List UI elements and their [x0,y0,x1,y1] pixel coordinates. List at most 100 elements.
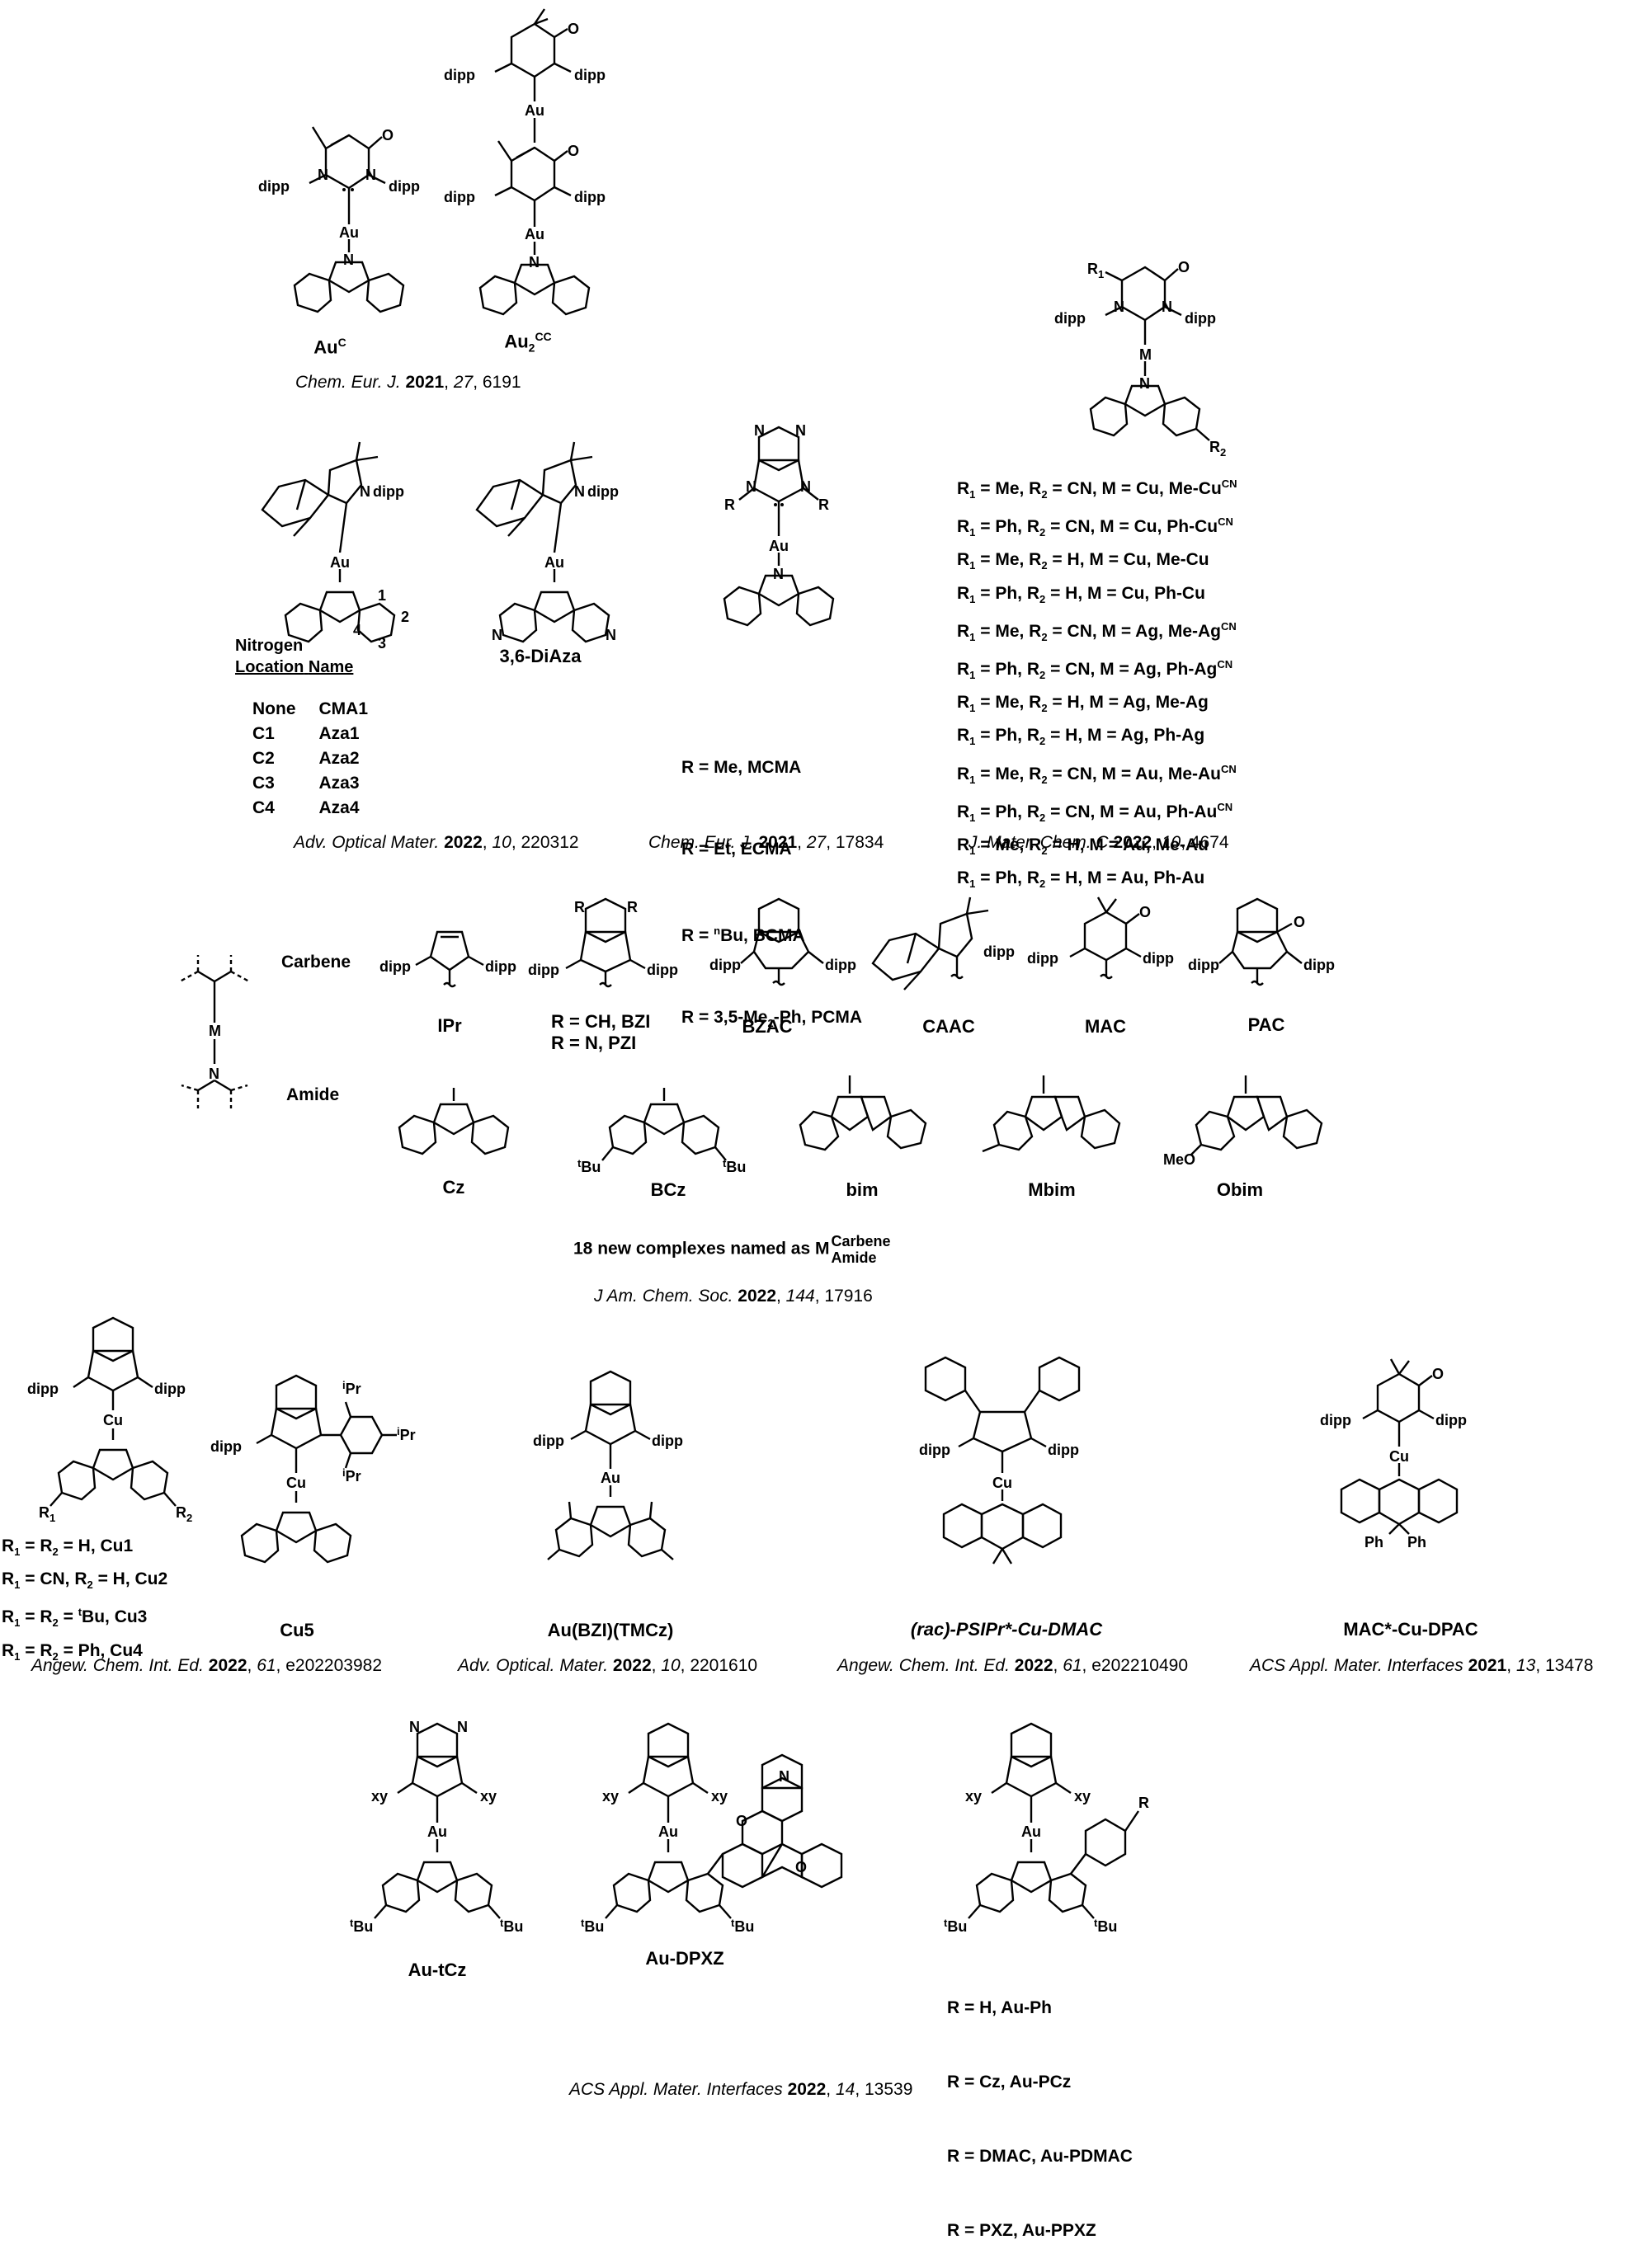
mac-m-label-n-carbazole: N [1139,375,1150,392]
au-dpxz-label-au: Au [658,1823,678,1840]
psipr-label-dipp-r: dipp [1048,1442,1079,1458]
mac-dpac-label-o: O [1432,1366,1444,1382]
amide-name-bim: bim [846,1179,879,1200]
structure-carbene-ipr: dipp dipp [379,930,516,988]
structure-mac-cu-dpac: O dipp dipp Cu Ph Ph [1320,1358,1467,1550]
au2-cc-label-au-1: Au [525,102,544,119]
structure-au2-cc: dipp dipp Au dipp dipp Au N O O [444,8,606,316]
diaza-label-n-right: N [606,627,616,643]
structure-carbene-caac: dipp [871,896,1015,990]
mac-m-label-dipp-right: dipp [1185,310,1216,327]
pac-label-o: O [1294,914,1305,930]
au-tcz-label-tbu-r: tBu [500,1917,523,1935]
list-item: R1 = Me, R2 = CN, M = Cu, Me-CuCN [957,478,1237,501]
list-item: R = DMAC, Au-PDMAC [947,2147,1133,2166]
structure-3-6-diaza: N dipp Au N N [475,441,619,643]
bzi-label-dipp-r: dipp [647,962,678,978]
compound-name-au-bzi-tmcz: Au(BZI)(TMCz) [547,1620,674,1640]
au2-cc-label-o-1: O [568,21,579,37]
caac-label-pos1: 1 [378,587,386,604]
amide-name-bcz: BCz [650,1179,686,1200]
structure-au-bzi-tmcz: dipp dipp Au [533,1370,683,1560]
mcma-label-n4: N [800,478,811,495]
structure-carbene-pac: O dipp dipp [1188,897,1335,986]
structure-generic-m-carbene-amide: M N [179,955,250,1108]
mac-m-label-m: M [1139,346,1152,363]
list-item: R1 = R2 = H, Cu1 [2,1536,134,1559]
bzac-label-dipp-r: dipp [825,957,856,973]
structure-amide-obim: MeO [1163,1075,1323,1168]
section5-reference: J Am. Chem. Soc. 2022, 144, 17916 [594,1287,873,1306]
generic-label-n: N [209,1066,219,1082]
mcma-label-au: Au [769,538,789,554]
list-item: R1 = Me, R2 = H, M = Ag, Me-Ag [957,693,1209,715]
list-item: R1 = Me, R2 = CN, M = Ag, Me-AgCN [957,619,1237,643]
caac2-label-dipp: dipp [983,943,1015,960]
list-item: R = Me, MCMA [681,758,802,777]
list-item: R1 = Ph, R2 = CN, M = Au, Ph-AuCN [957,800,1233,824]
section2-reference: Adv. Optical Mater. 2022, 10, 220312 [294,833,579,852]
bzi-tmcz-label-au: Au [601,1470,620,1486]
au-c-label-n2: N [365,167,376,183]
cu-series-label-r2: R2 [176,1504,192,1524]
au-tcz-label-n2: N [457,1719,468,1735]
list-item: R1 = R2 = Ph, Cu4 [2,1640,143,1663]
mac-label-dipp-r: dipp [1143,950,1174,967]
nitrogen-table-heading: Nitrogen Location Name [235,637,354,676]
mac-dpac-label-ph-r: Ph [1407,1534,1426,1550]
structure-amide-cz [398,1088,510,1155]
au-c-label-au: Au [339,224,359,241]
au-dpxz-label-tbu-l: tBu [581,1917,604,1935]
row-label-carbene: Carbene [281,953,351,972]
au-ph-label-r: R [1138,1795,1149,1811]
structure-au-phenyl-series: xy xy Au R tBu tBu [944,1722,1149,1935]
amide-name-obim: Obim [1216,1179,1264,1200]
list-item: R1 = R2 = tBu, Cu3 [2,1606,148,1630]
au2-cc-label-n-carbazole: N [529,254,540,271]
au2-cc-label-dipp-3: dipp [444,189,475,205]
diaza-label-n-left: N [492,627,502,643]
list-item: R1 = Ph, R2 = H, M = Au, Ph-Au [957,868,1205,891]
caac-label-n: N [360,483,370,500]
au-ph-label-tbu-l: tBu [944,1917,967,1935]
amide-name-cz: Cz [442,1177,465,1198]
cu5-label-ipr-bottom: iPr [342,1466,361,1485]
psipr-label-dipp-l: dipp [919,1442,950,1458]
structure-carbene-bzi-pzi: R R dipp dipp [528,897,678,988]
structure-pyrazine-imidazolylidene-au: N N N N R R Au N [723,422,835,627]
diaza-name: 3,6-DiAza [499,646,582,666]
mac-dpac-label-ph-l: Ph [1364,1534,1383,1550]
psipr-label-cu: Cu [992,1475,1012,1491]
carbene-name-mac: MAC [1084,1016,1127,1037]
section6-reference-3: Angew. Chem. Int. Ed. 2022, 61, e2022104… [837,1656,1189,1675]
mac-m-label-r2: R2 [1209,439,1226,459]
structure-cu5: dipp Cu iPr iPr iPr [210,1374,416,1564]
diaza-label-au: Au [544,554,564,571]
bcz-label-tbu-r: tBu [723,1157,746,1175]
list-item: R1 = Me, R2 = H, M = Cu, Me-Cu [957,550,1209,572]
list-item: R = 3,5-Me2-Ph, PCMA [681,1008,863,1030]
au-phenyl-list: R = H, Au-Ph R = Cz, Au-PCz R = DMAC, Au… [947,1946,1133,2268]
bzi-label-r-l: R [574,899,585,915]
au2-cc-label-au-2: Au [525,226,544,242]
section6-reference-2: Adv. Optical. Mater. 2022, 10, 2201610 [458,1656,758,1675]
au-dpxz-label-o1: O [736,1813,747,1829]
au-c-label-dipp-left: dipp [258,178,290,195]
cu5-label-cu: Cu [286,1475,306,1491]
row-label-amide: Amide [286,1085,340,1104]
list-item: R = nBu, BCMA [681,925,805,945]
structure-au-tcz: N N xy xy Au tBu tBu [350,1719,523,1935]
au-c-label-n-carbazole: N [343,252,354,268]
amide-name-mbim: Mbim [1028,1179,1076,1200]
list-item: R = H, Au-Ph [947,1998,1052,2017]
list-item: R1 = Ph, R2 = H, M = Cu, Ph-Cu [957,583,1205,605]
mac-m-label-o: O [1178,259,1190,275]
mac-m-label-dipp-left: dipp [1054,310,1086,327]
generic-label-m: M [209,1023,221,1039]
